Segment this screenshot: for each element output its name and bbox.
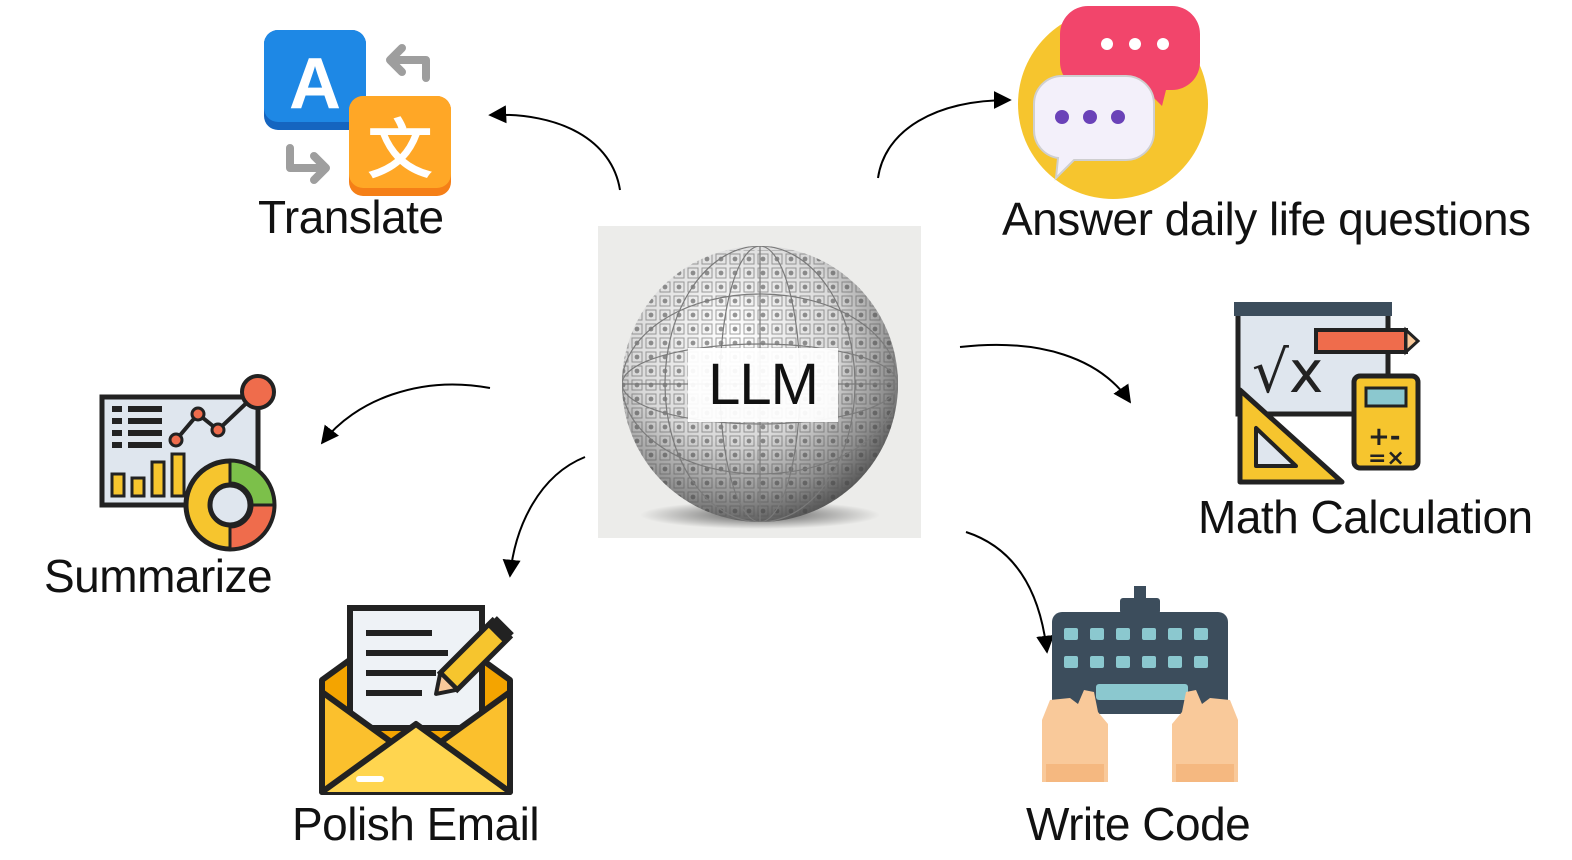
arrow-to-math	[959, 343, 1132, 404]
llm-center-label: LLM	[688, 348, 838, 422]
svg-text:=×: =×	[1368, 446, 1405, 471]
answer-label: Answer daily life questions	[1002, 193, 1531, 245]
translate-label: Translate	[258, 191, 444, 243]
svg-text:√x: √x	[1252, 338, 1323, 406]
translate-glyph-a: A	[289, 44, 341, 124]
arrow-to-answer	[877, 91, 1012, 179]
chat-bubbles-icon	[1018, 6, 1208, 199]
keyboard-hands-icon	[1042, 586, 1238, 782]
arrows	[320, 91, 1132, 654]
polish-label: Polish Email	[292, 798, 540, 850]
code-label: Write Code	[1026, 798, 1251, 850]
arrow-to-summarize	[320, 383, 491, 445]
email-pencil-icon	[319, 605, 514, 795]
translate-icon: A 文	[264, 30, 451, 196]
summarize-label: Summarize	[44, 550, 273, 602]
translate-glyph-b: 文	[368, 114, 432, 188]
svg-text:+-: +-	[1368, 422, 1401, 452]
arrow-to-translate	[488, 105, 621, 191]
arrow-to-polish	[502, 456, 586, 578]
dashboard-report-icon	[99, 374, 277, 552]
arrow-to-code	[965, 531, 1055, 654]
math-tools-icon: √x +- =×	[1234, 302, 1421, 485]
math-label: Math Calculation	[1198, 491, 1533, 543]
